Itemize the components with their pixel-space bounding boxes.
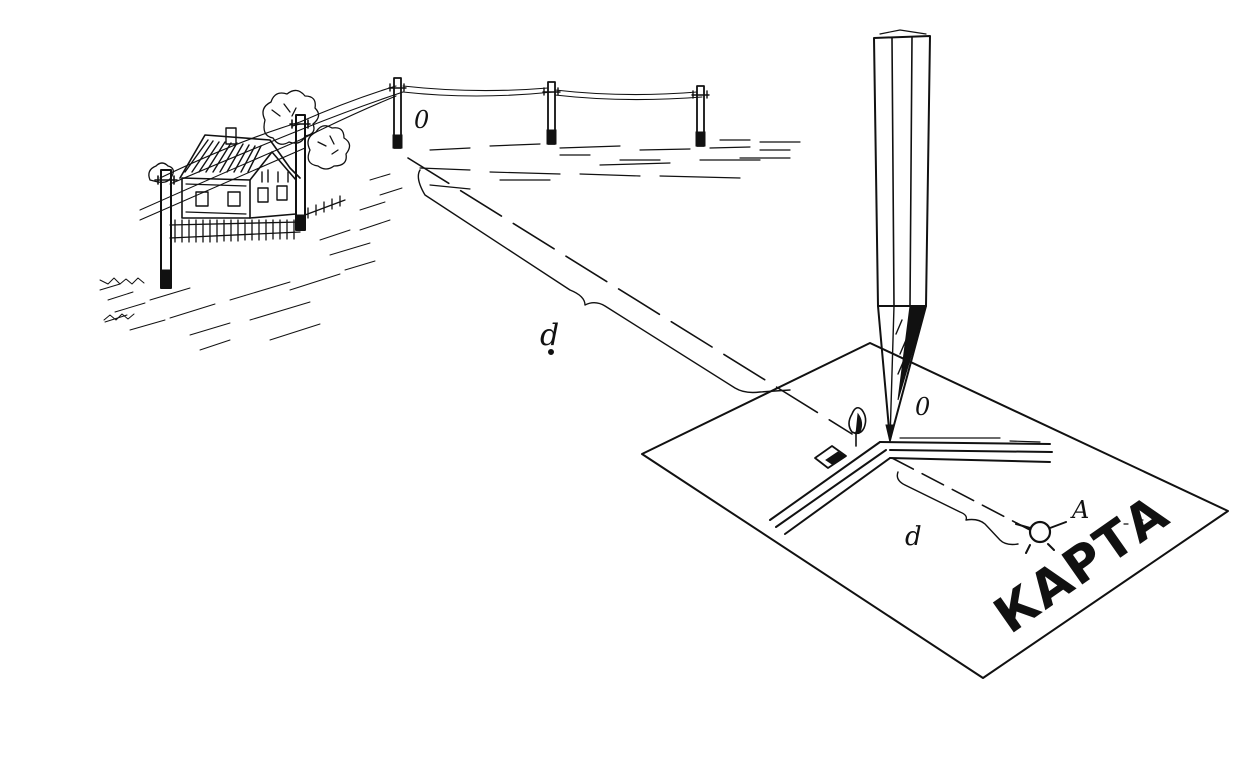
landscape: 0 d: [99, 77, 853, 435]
house: [179, 127, 301, 219]
pole-near: [154, 169, 178, 289]
distance-ground-label: d: [540, 318, 559, 353]
map-roads: [769, 437, 1053, 535]
point-map-label: A: [1070, 496, 1089, 524]
pole-far: [691, 85, 710, 147]
pole-origin: [388, 77, 407, 149]
map-sheet: 0 d A КАРТА: [641, 342, 1229, 679]
map-outline: [641, 342, 1229, 679]
horizon-dashes: [419, 139, 801, 190]
pole-house: [289, 114, 311, 231]
pencil-body: [873, 35, 931, 307]
distance-map-label: d: [905, 522, 922, 552]
pencil: [873, 29, 931, 443]
map-house-symbol: [814, 445, 847, 469]
trees: [148, 89, 351, 184]
origin-map-label: 0: [915, 393, 930, 421]
point-a-symbol: [1015, 520, 1067, 554]
map-tree-symbol: [848, 406, 867, 447]
fence: [169, 195, 346, 243]
utility-poles: [154, 77, 710, 289]
ground-distance-line: [407, 157, 853, 435]
power-lines: [139, 85, 703, 221]
map-distance-line: [891, 457, 1031, 546]
ground-hatching: [99, 173, 403, 351]
pencil-tip: [877, 305, 927, 441]
pole-mid: [542, 81, 561, 145]
origin-ground-label: 0: [414, 106, 429, 134]
